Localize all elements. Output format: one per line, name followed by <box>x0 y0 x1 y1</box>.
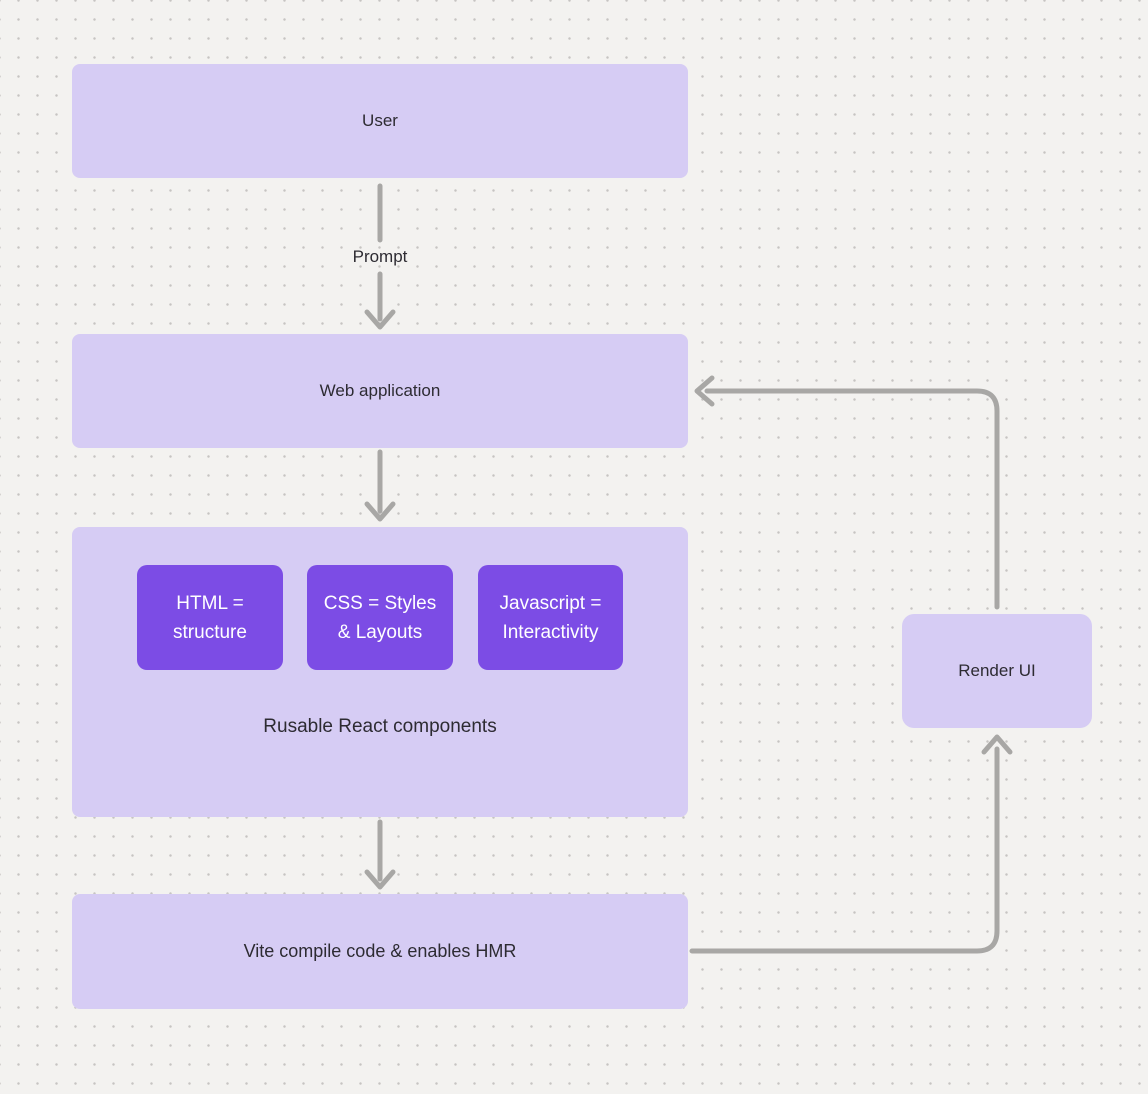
node-vite-label: Vite compile code & enables HMR <box>243 941 517 961</box>
node-js-line1: Javascript = <box>499 592 602 614</box>
node-render-ui[interactable]: Render UI <box>902 614 1092 728</box>
components-group-caption: Rusable React components <box>263 716 497 737</box>
arrowhead-left-webapp <box>694 375 715 407</box>
node-html-line2: structure <box>173 621 247 643</box>
edge-render-webapp <box>704 388 1000 610</box>
node-html-structure[interactable]: HTML = structure <box>137 565 283 670</box>
node-css-styles[interactable]: CSS = Styles & Layouts <box>307 565 453 670</box>
arrowhead-down-components <box>364 501 396 522</box>
arrowhead-down-vite <box>364 869 396 890</box>
edge-label-prompt: Prompt <box>352 247 408 266</box>
node-web-application[interactable]: Web application <box>72 334 688 448</box>
node-css-line1: CSS = Styles <box>323 592 437 614</box>
node-javascript-interactivity[interactable]: Javascript = Interactivity <box>478 565 623 670</box>
node-css-line2: & Layouts <box>337 621 423 643</box>
node-user[interactable]: User <box>72 64 688 178</box>
node-vite[interactable]: Vite compile code & enables HMR <box>72 894 688 1009</box>
node-web-application-label: Web application <box>319 381 441 400</box>
node-user-label: User <box>362 111 398 130</box>
arrowhead-down-webapp <box>364 309 396 330</box>
node-components-group[interactable]: HTML = structure CSS = Styles & Layouts … <box>72 527 688 817</box>
arrowhead-up-render <box>981 734 1013 755</box>
edge-vite-render <box>689 746 1000 954</box>
node-render-ui-label: Render UI <box>958 661 1036 680</box>
node-html-line1: HTML = <box>176 592 244 614</box>
node-js-line2: Interactivity <box>502 621 599 643</box>
